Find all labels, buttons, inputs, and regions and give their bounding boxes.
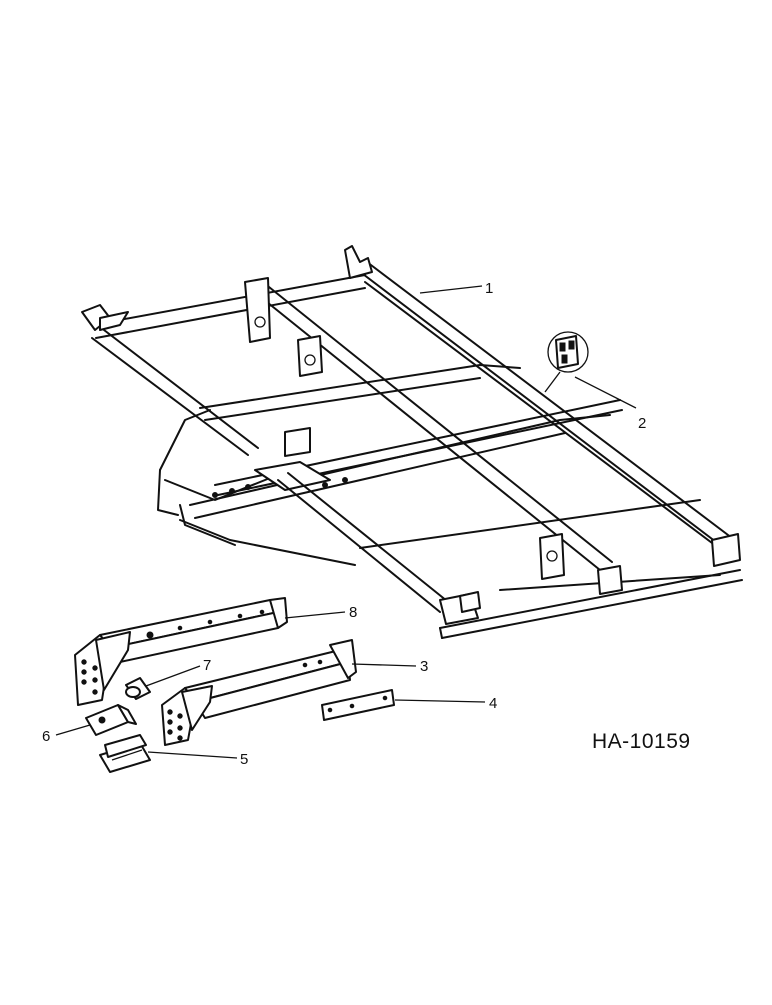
flat-plate	[321, 689, 395, 721]
outer-frame-rails	[91, 274, 743, 639]
callout-2: 2	[638, 415, 646, 432]
leader-lines	[55, 285, 637, 759]
frame-tubes	[91, 261, 733, 613]
callout-3: 3	[420, 658, 428, 675]
clevis	[85, 704, 137, 736]
arm-3-holes	[167, 659, 323, 741]
yoke	[99, 734, 151, 773]
mounting-brackets	[81, 245, 741, 625]
pin	[125, 677, 151, 700]
detail-bubble-clip	[544, 331, 589, 393]
callout-1: 1	[485, 280, 493, 297]
arm-holes	[81, 609, 265, 695]
extension-arm	[74, 597, 288, 706]
callout-5: 5	[240, 751, 248, 768]
hitch-frame	[157, 364, 721, 591]
callout-7: 7	[203, 657, 211, 674]
callout-8: 8	[349, 604, 357, 621]
figure-id: HA-10159	[592, 730, 691, 753]
telescoping-arm	[161, 639, 357, 746]
frame-assembly	[81, 245, 743, 639]
callout-6: 6	[42, 728, 50, 745]
callout-4: 4	[489, 695, 497, 712]
callout-labels: 1 2 3 4 5 6 7 8	[42, 280, 646, 768]
beam-holes	[212, 477, 348, 498]
